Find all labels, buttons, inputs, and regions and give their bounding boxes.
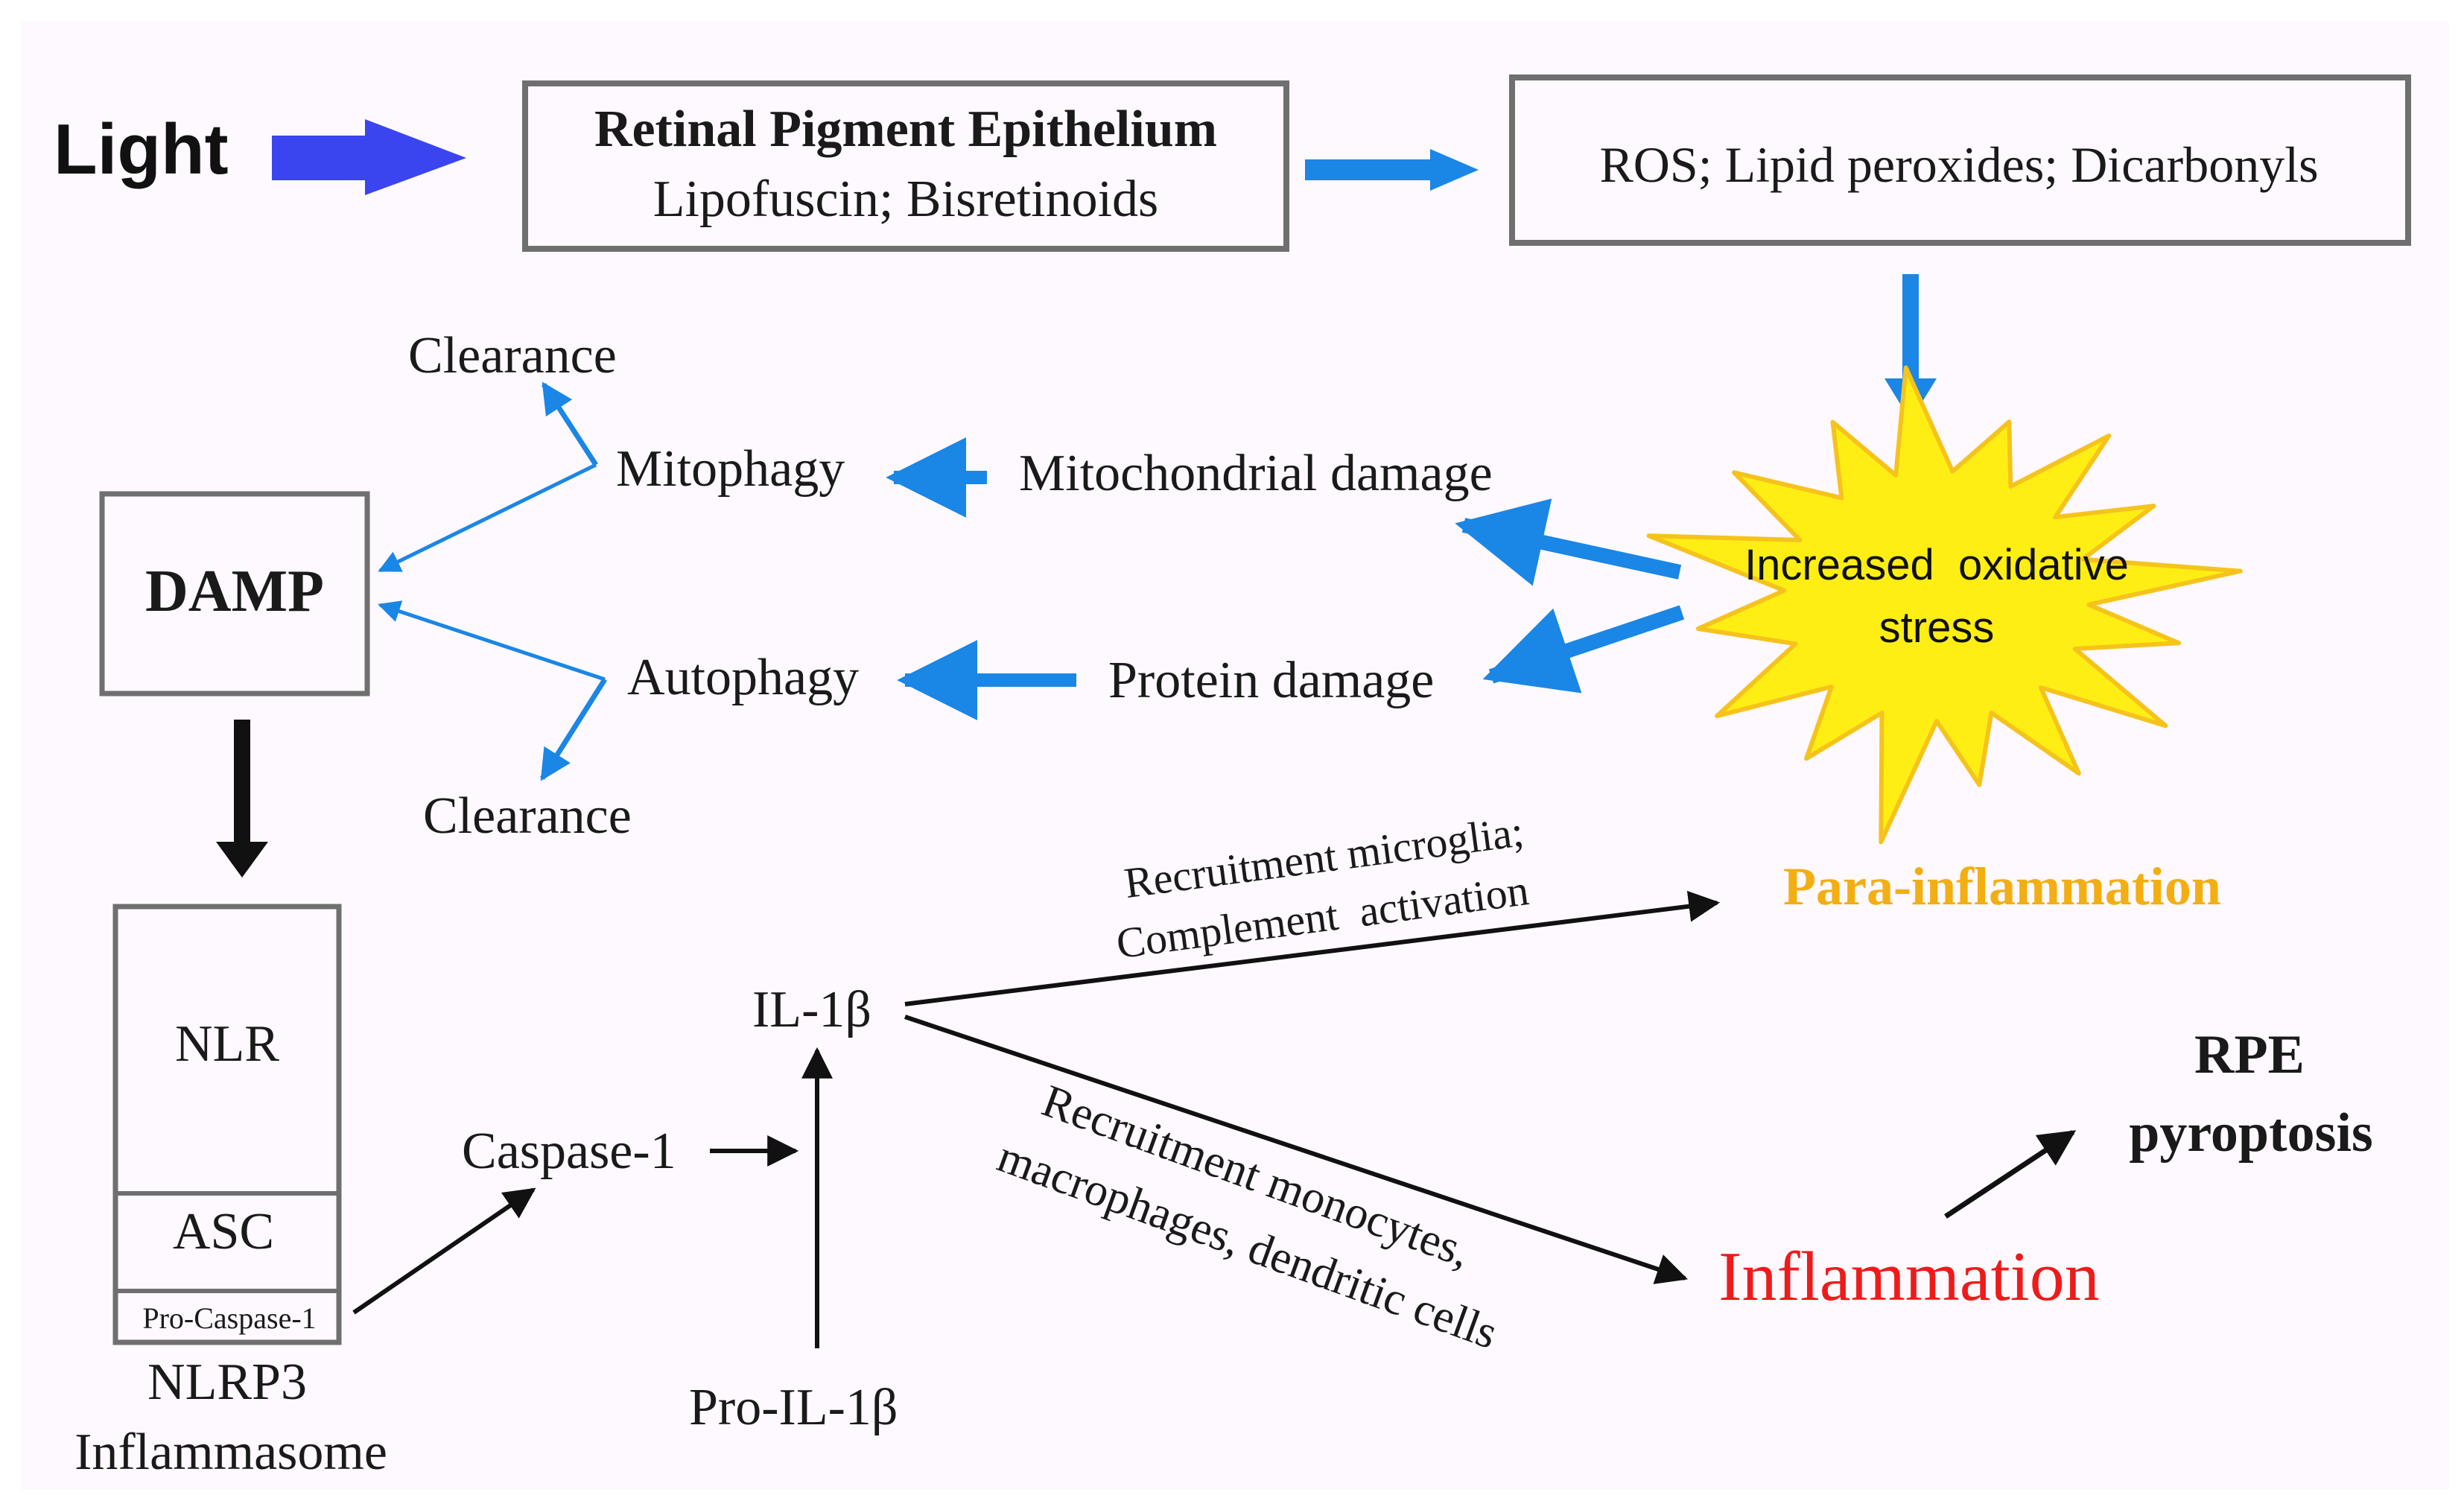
mitophagy-to-clearance-arrow-icon bbox=[542, 381, 598, 466]
autophagy-to-clearance-arrow-icon bbox=[540, 678, 607, 781]
damp-to-inflammasome-arrow-icon bbox=[216, 720, 268, 878]
il1b-label: IL-1β bbox=[752, 981, 871, 1038]
ros-to-stress-arrow-icon bbox=[1884, 274, 1937, 421]
light-arrow-icon bbox=[272, 119, 466, 195]
sun-burst-icon bbox=[1646, 365, 2243, 845]
nlrp3-label: NLRP3 bbox=[147, 1354, 307, 1411]
damp-box bbox=[99, 491, 370, 697]
light-label: Light bbox=[54, 110, 229, 189]
autophagy-label: Autophagy bbox=[627, 649, 859, 706]
rpe-to-ros-arrow-icon bbox=[1305, 149, 1479, 191]
pro-caspase-label: Pro-Caspase-1 bbox=[142, 1301, 316, 1335]
procaspase-to-caspase-arrow-icon bbox=[352, 1187, 536, 1315]
rpe-pyroptosis-line2: pyroptosis bbox=[2129, 1102, 2373, 1164]
pro-il1b-label: Pro-IL-1β bbox=[689, 1379, 898, 1436]
damp-label: DAMP bbox=[145, 559, 324, 624]
para-inflammation-label: Para-inflammation bbox=[1783, 857, 2221, 916]
inflammasome-label: Inflammasome bbox=[74, 1424, 387, 1481]
clearance-top-label: Clearance bbox=[408, 327, 617, 384]
clearance-bottom-label: Clearance bbox=[423, 787, 632, 845]
rpe-box-subtitle: Lipofuscin; Bisretinoids bbox=[653, 171, 1159, 228]
stress-label-line2: stress bbox=[1879, 603, 1995, 652]
caspase-label: Caspase-1 bbox=[462, 1123, 676, 1180]
mitophagy-to-damp-arrow-icon bbox=[378, 463, 597, 573]
rpe-box-title: Retinal Pigment Epithelium bbox=[594, 101, 1217, 158]
autophagy-to-damp-arrow-icon bbox=[378, 600, 606, 682]
mitochondrial-damage-label: Mitochondrial damage bbox=[1019, 445, 1493, 502]
mitophagy-label: Mitophagy bbox=[616, 440, 845, 498]
stress-to-protein-arrow-icon bbox=[1482, 605, 1685, 694]
il1b-to-inflammation-arrow-icon bbox=[904, 1015, 1688, 1284]
asc-label: ASC bbox=[173, 1203, 274, 1260]
rpe-box bbox=[522, 80, 1289, 252]
ros-box-label: ROS; Lipid peroxides; Dicarbonyls bbox=[1599, 136, 2318, 193]
stress-to-mito-arrow-icon bbox=[1455, 498, 1682, 586]
diagram-panel bbox=[21, 21, 2449, 1490]
stress-label-line1: Increased oxidative bbox=[1744, 541, 2129, 589]
inflammation-to-pyroptosis-arrow-icon bbox=[1944, 1130, 2077, 1219]
inflammasome-stack bbox=[112, 904, 342, 1345]
il1b-to-para-inflammation-arrow-icon bbox=[904, 890, 1721, 1006]
nlr-label: NLR bbox=[175, 1015, 279, 1073]
ros-box bbox=[1509, 74, 2411, 246]
protein-damage-label: Protein damage bbox=[1108, 652, 1434, 709]
inflammation-label: Inflammation bbox=[1718, 1238, 2100, 1316]
rpe-pyroptosis-line1: RPE bbox=[2194, 1024, 2305, 1085]
